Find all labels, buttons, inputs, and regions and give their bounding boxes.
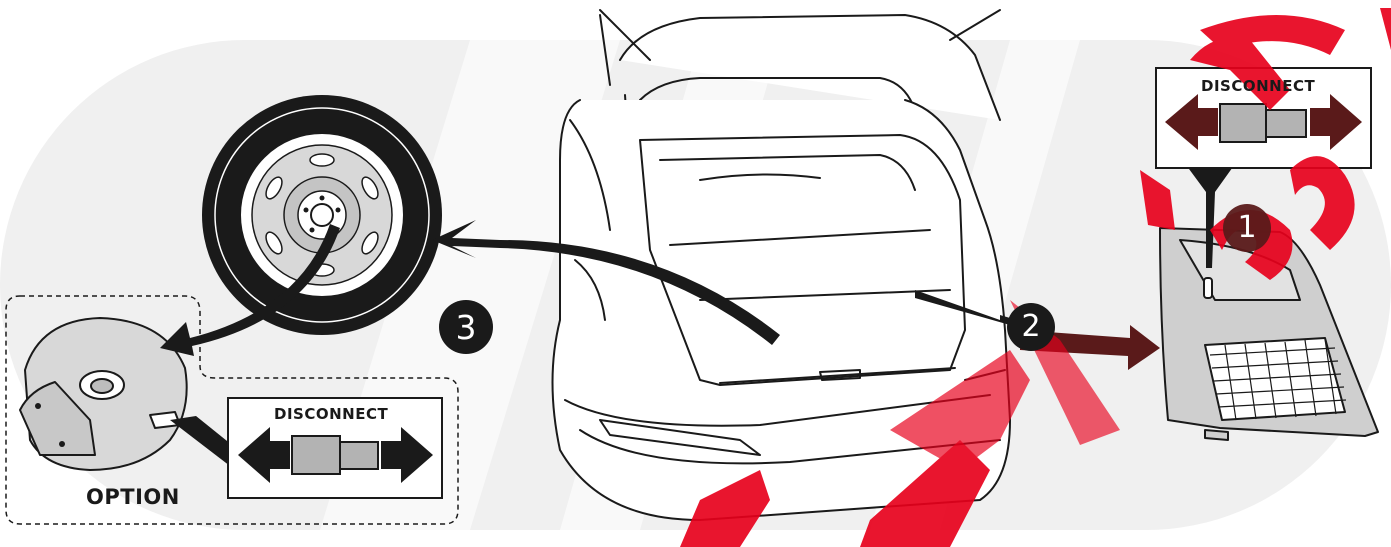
spare-wheel-icon [202,95,442,335]
disconnect-label-option: DISCONNECT [274,405,388,423]
step-number-1: 1 [1222,203,1272,253]
step-number-3: 3 [441,302,491,352]
disconnect-label-top: DISCONNECT [1201,77,1315,95]
option-label: OPTION [86,485,180,509]
step-number-2: 2 [1006,302,1056,352]
subwoofer-icon [20,318,187,470]
